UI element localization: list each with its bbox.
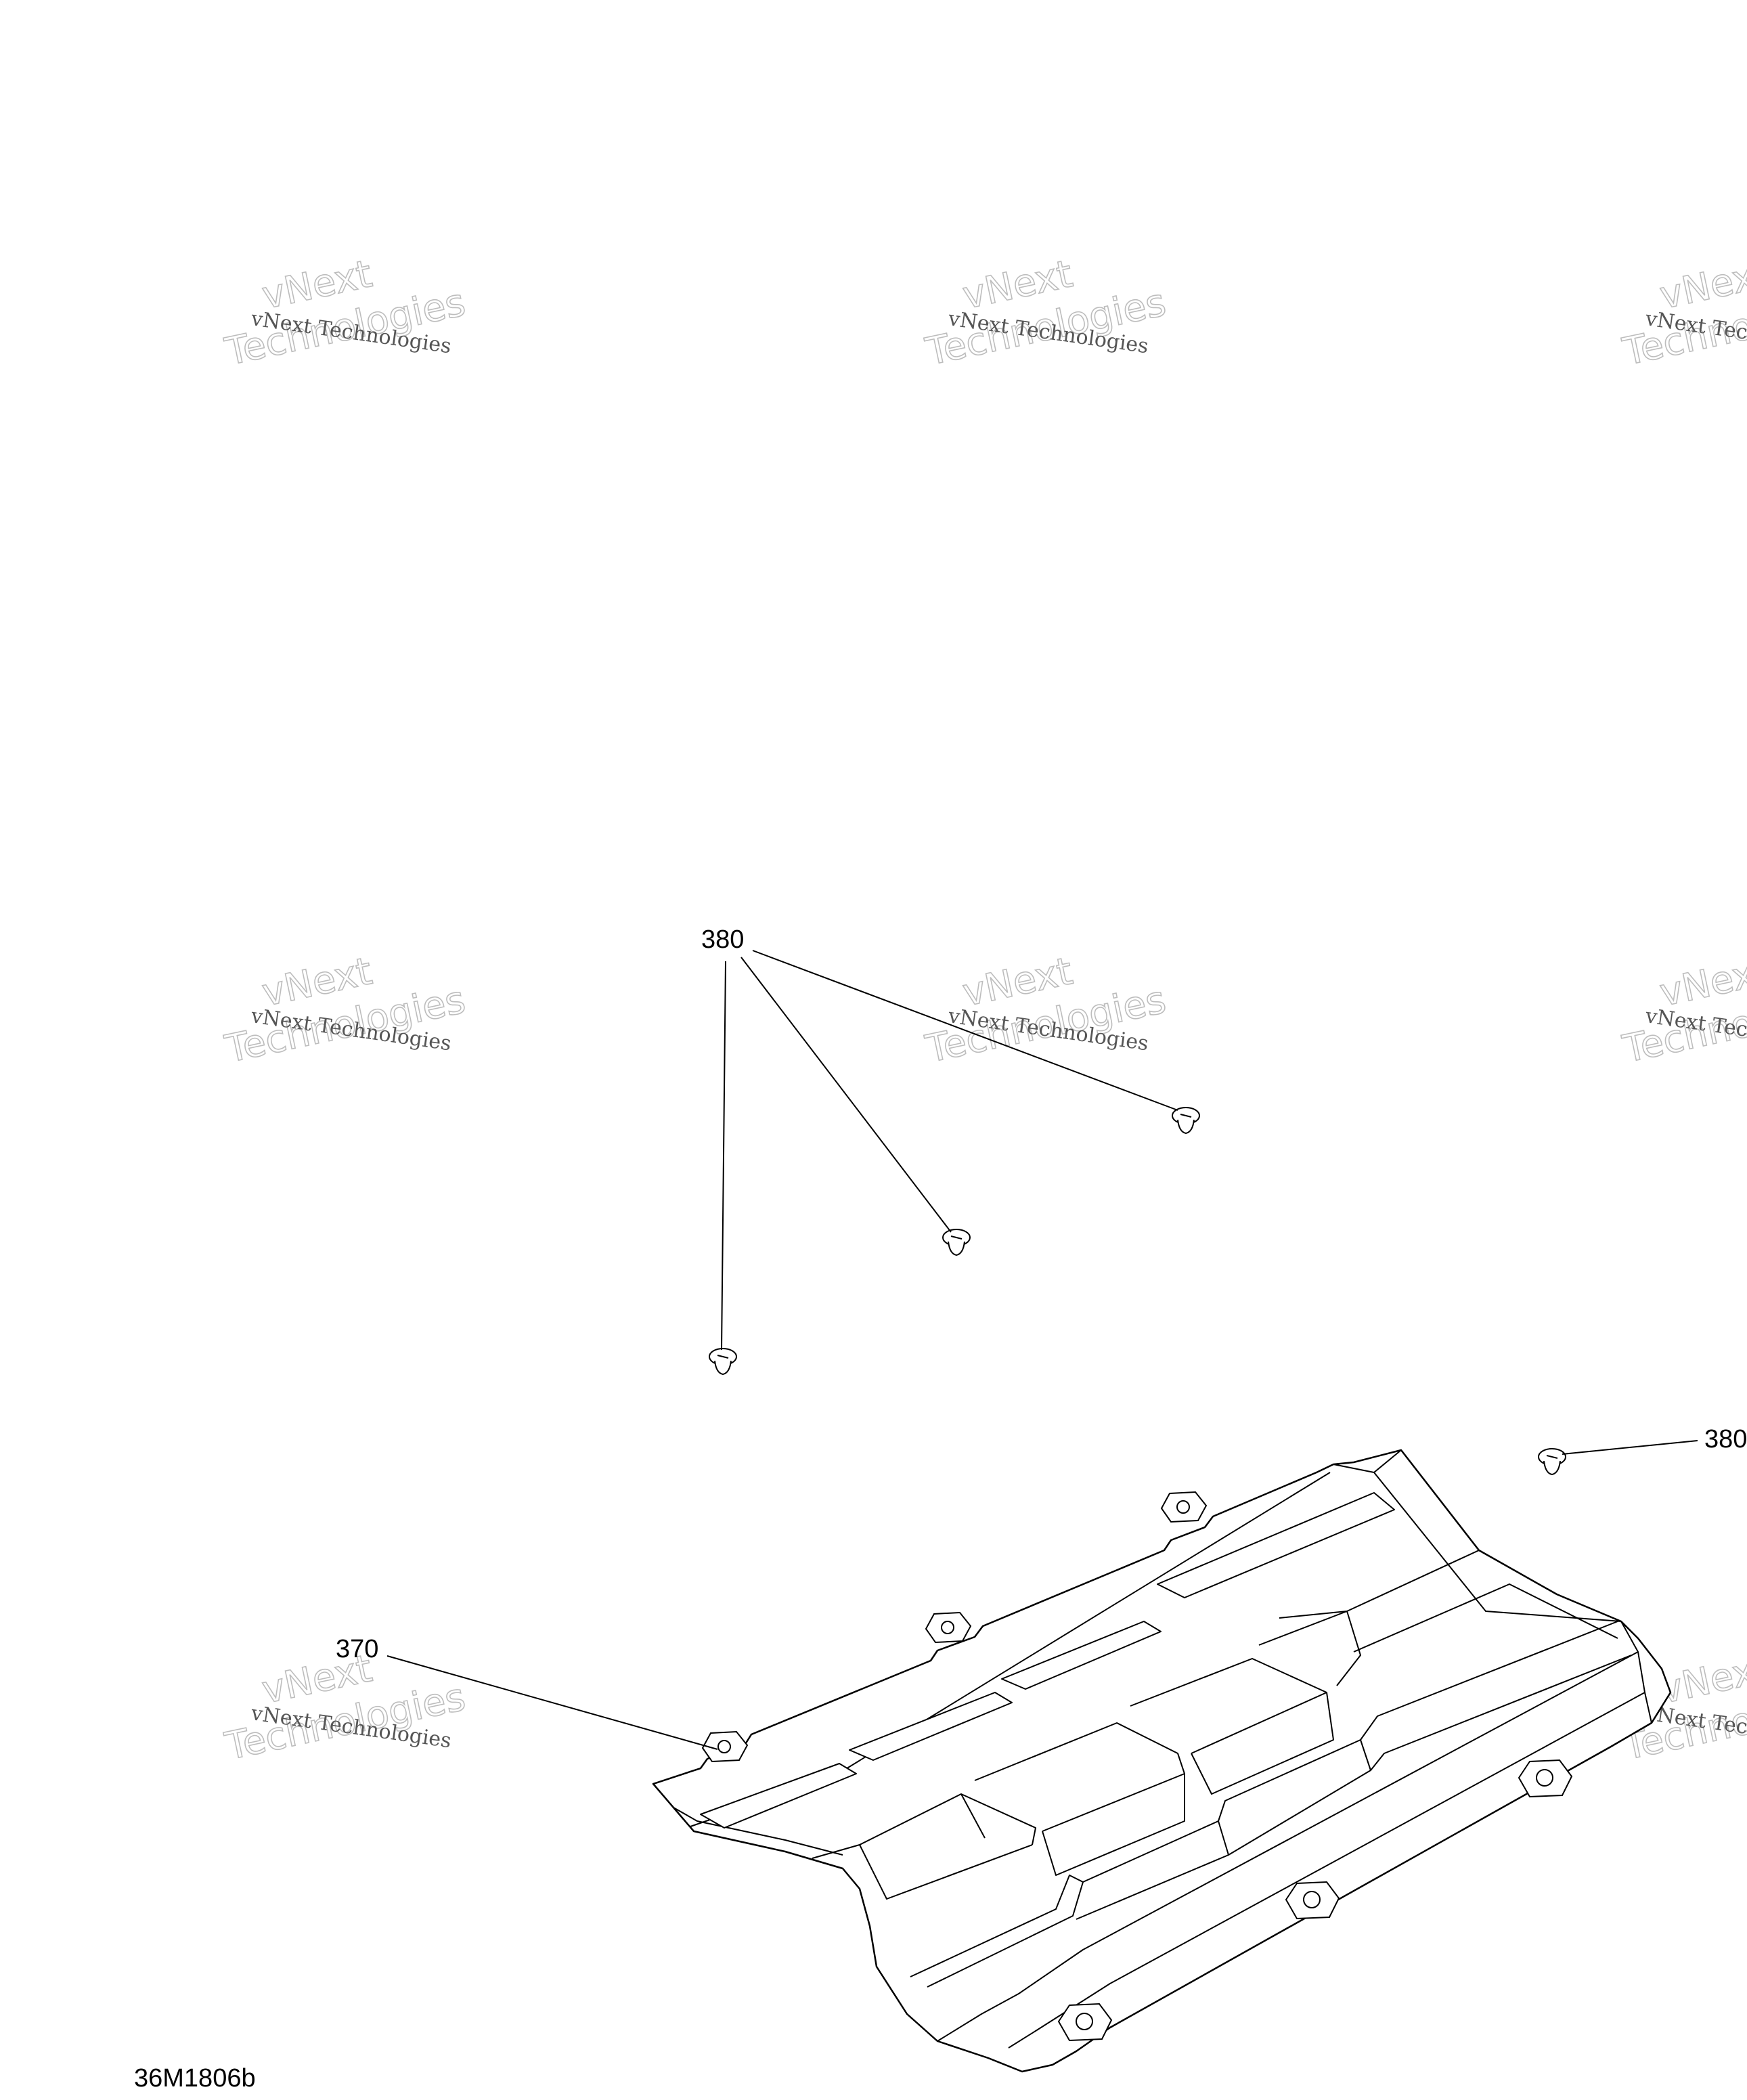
skid-plate-side-wall [937,1651,1639,2042]
mounting-tab [1285,1881,1340,1920]
leader-line [1562,1440,1698,1455]
callout-370[interactable]: 370 [336,1635,378,1663]
skid-plate-front-lip [673,1807,843,1856]
mounting-tab [1057,2003,1113,2042]
leader-line [752,950,1178,1111]
skid-plate-channel [1360,1621,1618,1741]
mounting-tab [701,1730,749,1763]
mounting-tab [925,1611,972,1644]
callout-380-top[interactable]: 380 [701,925,744,954]
mounting-tab [1160,1491,1208,1523]
leader-line [740,957,952,1233]
skid-plate-channel [974,1722,1185,1832]
skid-plate-channel [1191,1692,1334,1795]
watermark-tile: vNext Technologies [1618,251,1747,374]
leader-line [721,961,726,1351]
leader-line [386,1655,718,1750]
skid-plate-channel [910,1875,1084,1988]
push-rivet [1538,1448,1566,1476]
skid-plate-rib [1001,1621,1162,1690]
push-rivet [942,1229,971,1256]
skid-plate-outline [652,1449,1672,2073]
skid-plate-rib [700,1763,857,1829]
skid-plate-channel [859,1844,1033,1900]
skid-plate-channel [1130,1658,1327,1754]
skid-plate-channel [1353,1583,1618,1653]
push-rivet [1172,1107,1200,1135]
callout-380-right[interactable]: 380 [1704,1425,1747,1453]
watermark-layer: vNext Technologies vNext Technologies vN… [221,251,1747,1769]
skid-plate-channel [1279,1550,1480,1619]
skid-plate-rib [849,1692,1013,1761]
skid-plate-channel [1258,1611,1361,1686]
skid-plate [652,1449,1672,2073]
skid-plate-channel [1042,1774,1185,1876]
watermark-tile: vNext Technologies [1618,948,1747,1072]
figure-code: 36M1806b [134,2064,256,2093]
skid-plate-channel [960,1793,986,1839]
mounting-tab [1518,1759,1573,1798]
leader-lines [386,950,1698,1750]
skid-plate-channel [1370,1655,1632,1771]
skid-plate-rear-edge [1620,1621,1652,1724]
push-rivet [709,1348,737,1376]
skid-plate-channel [1076,1820,1229,1920]
skid-plate-rib [1157,1492,1395,1598]
